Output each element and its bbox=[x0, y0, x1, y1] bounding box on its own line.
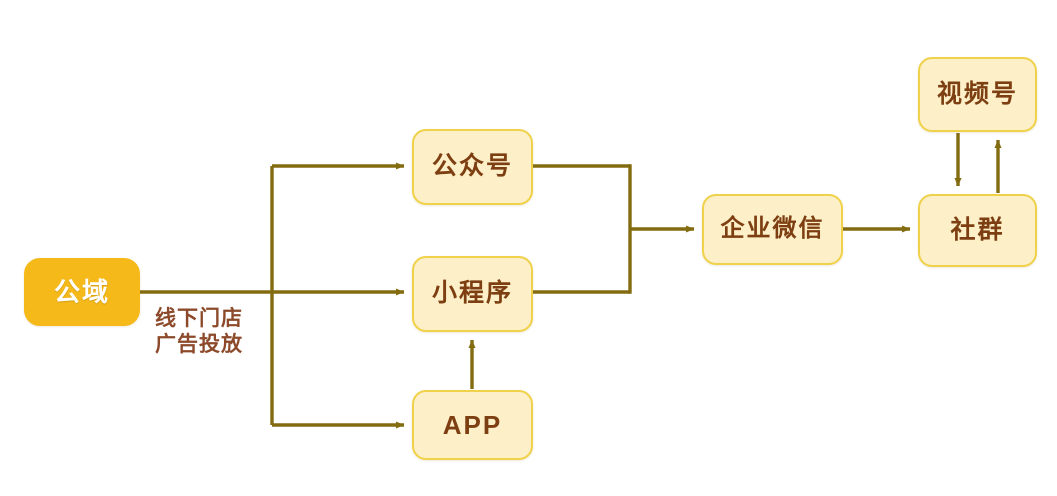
node-xiaochengxu[interactable]: 小程序 bbox=[412, 256, 533, 332]
node-qiyeweixin-label: 企业微信 bbox=[720, 215, 825, 243]
node-shequn-label: 社群 bbox=[950, 215, 1005, 244]
node-gongyu[interactable]: 公域 bbox=[24, 258, 140, 326]
node-app-label: APP bbox=[442, 409, 503, 440]
node-app[interactable]: APP bbox=[412, 390, 533, 460]
node-gongzhonghao-label: 公众号 bbox=[431, 152, 513, 181]
node-shipinhao-label: 视频号 bbox=[936, 79, 1018, 108]
node-qiyeweixin[interactable]: 企业微信 bbox=[702, 194, 843, 265]
node-shipinhao[interactable]: 视频号 bbox=[918, 57, 1037, 132]
node-xiaochengxu-label: 小程序 bbox=[431, 279, 513, 308]
node-shequn[interactable]: 社群 bbox=[918, 194, 1037, 267]
node-gongzhonghao[interactable]: 公众号 bbox=[412, 129, 533, 205]
edge-label-offline-ads: 线下门店 广告投放 bbox=[155, 307, 243, 356]
node-gongyu-label: 公域 bbox=[53, 276, 110, 307]
